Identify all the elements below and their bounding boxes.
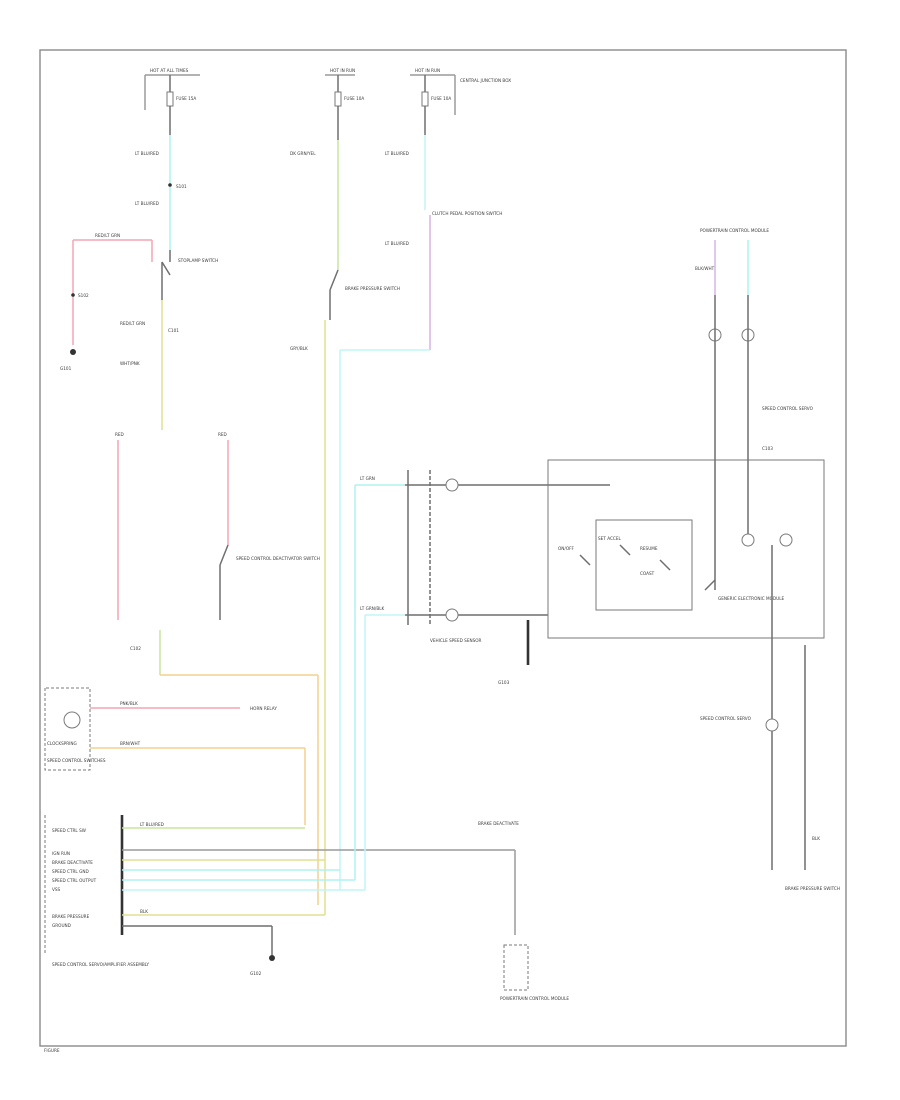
wire-red-2-label: RED (218, 432, 227, 437)
brake-pressure-switch-circuit: DK GRN/YEL BRAKE PRESSURE SWITCH GRY/BLK (290, 106, 400, 915)
wire-red-lt-grn-2-label: RED/LT GRN (120, 321, 145, 326)
junction-right-label: CENTRAL JUNCTION BOX (460, 78, 511, 83)
stoplamp-switch-label: STOPLAMP SWITCH (178, 258, 218, 263)
wire-lt-blu-5-label: LT BLU/RED (140, 822, 164, 827)
fuse-box-top-left-label: HOT AT ALL TIMES (150, 68, 189, 73)
column-switch-section: POWERTRAIN CONTROL MODULE BLK/WHT SPEED … (695, 228, 840, 891)
conn-c101-label: C101 (168, 328, 179, 333)
wire-blk-2-label: BLK (812, 836, 820, 841)
ground-g101-label: G101 (60, 366, 72, 371)
page-ref-label: FIGURE (44, 1048, 60, 1053)
brake-pressure-switch-right-label: BRAKE PRESSURE SWITCH (785, 886, 840, 891)
pin-spd-ctl-gnd-label: SPEED CTRL GND (52, 869, 89, 874)
pcm-bottom-label: POWERTRAIN CONTROL MODULE (500, 996, 569, 1001)
wire-lt-grn-blk-label: LT GRN/BLK (360, 606, 385, 611)
wire-gry-blk-label: GRY/BLK (290, 346, 308, 351)
speed-control-sensor-label: VEHICLE SPEED SENSOR (430, 638, 482, 643)
clutch-pedal-switch-label: CLUTCH PEDAL POSITION SWITCH (432, 211, 502, 216)
wire-lt-blu-2-label: LT BLU/RED (135, 201, 159, 206)
wire-lt-blu-4-label: LT BLU/RED (385, 241, 409, 246)
wire-dk-grn-label: DK GRN/YEL (290, 151, 316, 156)
wire-lt-blu-3-label: LT BLU/RED (385, 151, 409, 156)
set-accel-label: SET ACCEL (598, 536, 621, 541)
wire-red-1-label: RED (115, 432, 124, 437)
pin-spd-ctl-sw-label: SPEED CTRL SW (52, 828, 86, 833)
resume-label: RESUME (640, 546, 658, 551)
coast-label: COAST (640, 571, 655, 576)
pin-vss-label: VSS (52, 887, 61, 892)
fuse-right: FUSE 10A (421, 75, 451, 107)
wire-lt-blu-1-label: LT BLU/RED (135, 151, 159, 156)
speed-control-module: SPEED CTRL SW IGN RUN BRAKE DEACTIVATE S… (44, 815, 515, 976)
wire-red-lt-grn-label: RED/LT GRN (95, 233, 120, 238)
pin-brake-deact-label: BRAKE DEACTIVATE (52, 860, 93, 865)
splice-s101-label: S101 (176, 184, 187, 189)
speed-control-module-label: SPEED CONTROL SERVO/AMPLIFIER ASSEMBLY (52, 962, 149, 967)
pin-brake-press-label: BRAKE PRESSURE (52, 914, 90, 919)
speed-control-switch-label: SPEED CONTROL SWITCHES (47, 758, 106, 763)
brake-deact-ref-label: BRAKE DEACTIVATE (478, 821, 519, 826)
fuse-right-label: FUSE 10A (431, 96, 451, 101)
brake-pressure-switch-label: BRAKE PRESSURE SWITCH (345, 286, 400, 291)
pcm-label: POWERTRAIN CONTROL MODULE (700, 228, 769, 233)
pin-ground-label: GROUND (52, 923, 71, 928)
deactivator-switch-label: SPEED CONTROL DEACTIVATOR SWITCH (236, 556, 320, 561)
on-off-label: ON/OFF (558, 546, 575, 551)
vss-section: LT GRN LT GRN/BLK VEHICLE SPEED SENSOR G… (354, 470, 610, 890)
pin-ign-run-label: IGN RUN (52, 851, 70, 856)
fuse-section: HOT AT ALL TIMES HOT IN RUN HOT IN RUN C… (144, 68, 511, 115)
wire-brn-wht-label: BRN/WHT (120, 741, 141, 746)
wire-blk-label: BLK (140, 909, 148, 914)
ground-g102-label: G102 (250, 971, 262, 976)
wire-lt-grn-label: LT GRN (360, 476, 375, 481)
fuse-mid: FUSE 10A (334, 75, 364, 107)
generic-electronic-module-label: GENERIC ELECTRONIC MODULE (718, 596, 785, 601)
wire-wht-pnk-label: WHT/PNK (120, 361, 140, 366)
bottom-center: BRAKE DEACTIVATE POWERTRAIN CONTROL MODU… (478, 821, 569, 1001)
conn-c102-label: C102 (130, 646, 141, 651)
speed-control-servo-right-label: SPEED CONTROL SERVO (700, 716, 752, 721)
conn-c103-label: C103 (762, 446, 773, 451)
wire-pnk-blk-label: PNK/BLK (120, 701, 138, 706)
servo-amplifier: ON/OFF SET ACCEL RESUME COAST GENERIC EL… (547, 459, 825, 639)
fuse-box-top-mid-label: HOT IN RUN (330, 68, 355, 73)
wire-blk-wht-label: BLK/WHT (695, 266, 715, 271)
steering-wheel-label: CLOCKSPRING (47, 741, 77, 746)
horn-relay-label: HORN RELAY (250, 706, 277, 711)
clockspring-section: CLOCKSPRING SPEED CONTROL SWITCHES PNK/B… (44, 687, 306, 825)
stoplamp-switch-circuit: LT BLU/RED LT BLU/RED S101 STOPLAMP SWIT… (60, 106, 218, 430)
fuse-left: FUSE 15A (166, 75, 196, 107)
ground-g103-label: G103 (498, 680, 510, 685)
pin-spd-ctl-out-label: SPEED CTRL OUTPUT (52, 878, 97, 883)
red-wire-circuit: RED RED SPEED CONTROL DEACTIVATOR SWITCH… (115, 432, 320, 905)
diagram-frame (39, 49, 847, 1047)
fuse-box-top-right-label: HOT IN RUN (415, 68, 440, 73)
fuse-mid-label: FUSE 10A (344, 96, 364, 101)
speed-control-servo-left-label: SPEED CONTROL SERVO (762, 406, 814, 411)
splice-s102-label: S102 (78, 293, 89, 298)
clutch-switch-circuit: LT BLU/RED CLUTCH PEDAL POSITION SWITCH … (339, 106, 502, 890)
fuse-left-label: FUSE 15A (176, 96, 196, 101)
